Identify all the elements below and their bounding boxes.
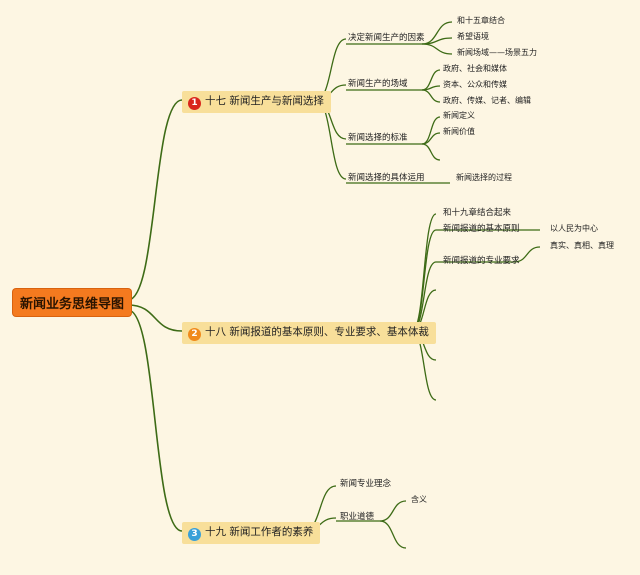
ethics-to-leaf-2 [379,520,407,549]
root-node[interactable]: 新闻业务思维导图 [13,289,132,316]
sub-2-to-leaf-1 [421,69,441,91]
leaf-gov-media-reporter-editor[interactable]: 政府、传媒、记者、编辑 [443,96,531,105]
root-to-branch-18 [127,304,183,332]
sub-professional-requirements[interactable]: 新闻报道的专业要求 [443,256,520,266]
sub-reporting-principles[interactable]: 新闻报道的基本原则 [443,224,520,234]
sub-2-to-leaf-2 [421,85,441,91]
sub-1-to-leaf-3 [421,43,453,55]
branch-17-label: 十七 新闻生产与新闻选择 [205,95,324,107]
number-badge-2: 2 [188,328,201,341]
branch-18-to-sub-2 [411,229,437,332]
sub-3-to-leaf-3 [421,143,441,161]
leaf-meaning[interactable]: 含义 [411,495,427,504]
sub-news-selection-criteria[interactable]: 新闻选择的标准 [348,133,408,143]
leaf-context[interactable]: 希望语境 [457,32,489,41]
leaf-truth[interactable]: 真实、真相、真理 [550,241,614,250]
sub-professional-concept[interactable]: 新闻专业理念 [340,479,392,489]
branch-18-label: 十八 新闻报道的基本原则、专业要求、基本体裁 [205,326,429,338]
sub-combine-chapter19[interactable]: 和十九章结合起来 [443,208,512,218]
sub-professional-ethics[interactable]: 职业道德 [340,512,375,522]
leaf-selection-process[interactable]: 新闻选择的过程 [456,173,512,182]
branch-18[interactable]: 2 十八 新闻报道的基本原则、专业要求、基本体裁 [182,322,436,344]
branch-19-label: 十九 新闻工作者的素养 [205,526,314,538]
leaf-news-definition[interactable]: 新闻定义 [443,111,475,120]
leaf-chapter15[interactable]: 和十五章结合 [457,16,505,25]
leaf-people-centered[interactable]: 以人民为中心 [550,224,598,233]
number-badge-1: 1 [188,97,201,110]
leaf-gov-society-media[interactable]: 政府、社会和媒体 [443,64,507,73]
branch-19[interactable]: 3 十九 新闻工作者的素养 [182,522,321,544]
sub-3-to-leaf-1 [421,116,441,145]
sub-3-to-leaf-2 [421,132,441,145]
leaf-capital-public-media[interactable]: 资本、公众和传媒 [443,80,507,89]
root-to-branch-19 [127,309,183,532]
ethics-to-leaf-1 [379,500,407,522]
sub-news-production-field[interactable]: 新闻生产的场域 [348,79,408,89]
number-badge-3: 3 [188,528,201,541]
sub-news-production-factors[interactable]: 决定新闻生产的因素 [348,33,425,43]
sub-2-to-leaf-3 [421,89,441,103]
sub-news-selection-application[interactable]: 新闻选择的具体运用 [348,173,425,183]
branch-18-to-sub-1 [411,213,437,332]
leaf-news-value[interactable]: 新闻价值 [443,127,475,136]
requirements-to-leaf [513,246,541,263]
root-to-branch-17 [127,99,183,301]
branch-17[interactable]: 1 十七 新闻生产与新闻选择 [182,91,331,113]
leaf-field-forces[interactable]: 新闻场域——场景五力 [457,48,537,57]
